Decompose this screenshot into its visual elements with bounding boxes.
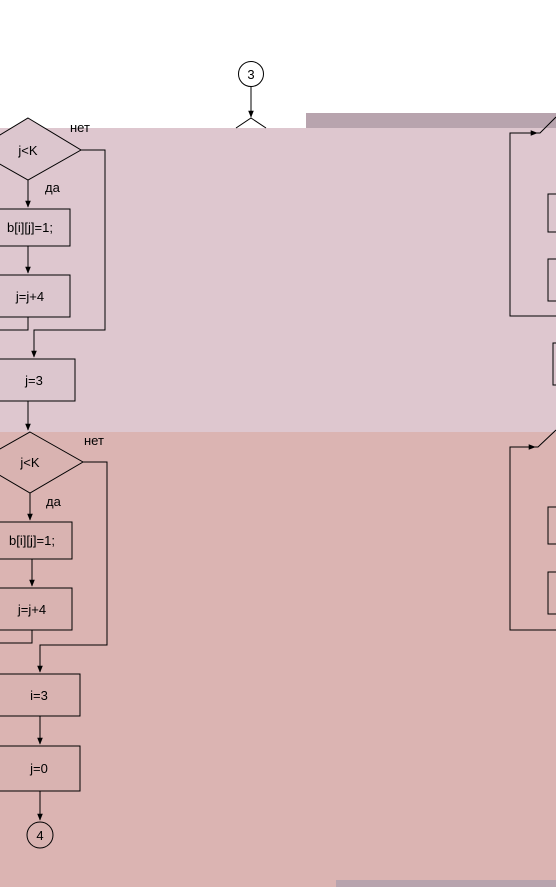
decision-2-yes: да [46,494,62,509]
right-process-1 [547,193,556,233]
decision-2-no: нет [84,433,104,448]
decision-2-label: j<K [19,455,39,470]
process-5-label: j=j+4 [17,602,46,617]
process-2-return-line [0,317,29,331]
right-process-4 [547,506,556,545]
top-stripe [306,113,556,128]
right-process-5 [547,571,556,615]
decision-1-no-line [31,149,106,358]
decision-1-no: нет [70,120,90,135]
connector-top [238,61,264,87]
process-1-label: b[i][j]=1; [7,220,53,235]
partial-diamond-top [235,117,267,129]
upper-band [0,128,556,432]
process-1 [0,208,71,247]
process-3-label: j=3 [24,373,43,388]
bottom-stripe [336,880,556,887]
process-2-label: j=j+4 [15,289,44,304]
lower-band [0,432,556,887]
decision-1-label: j<K [17,143,37,158]
decision-1-yes: да [45,180,61,195]
process-6 [0,673,81,717]
process-7-label: j=0 [29,761,48,776]
connector-bottom [26,821,54,849]
decision-2-no-line [37,461,108,673]
connector-top-label: 3 [247,67,254,82]
process-2 [0,274,71,318]
right-process-3 [552,342,556,386]
process-4-label: b[i][j]=1; [9,533,55,548]
process-7 [0,745,81,792]
process-5 [0,587,73,631]
process-3 [0,358,76,402]
connector-bottom-label: 4 [36,828,43,843]
right-process-2 [547,258,556,302]
process-5-return-line [0,630,33,644]
process-6-label: i=3 [30,688,48,703]
